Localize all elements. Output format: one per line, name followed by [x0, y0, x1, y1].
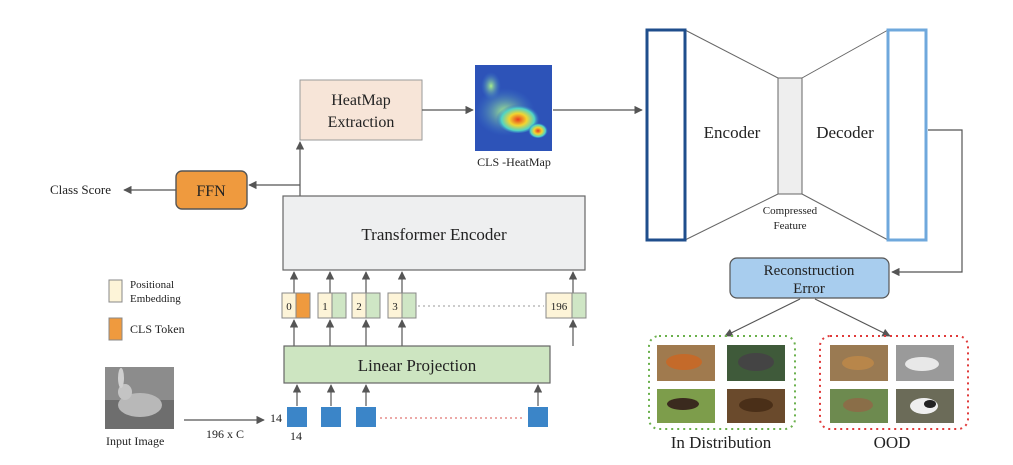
token-0: 0: [281, 292, 311, 319]
legend-cls-label: CLS Token: [130, 322, 185, 336]
input-image-caption: Input Image: [106, 434, 164, 448]
ood-group: [819, 335, 969, 430]
legend-positional-swatch: [108, 279, 123, 303]
transformer-encoder-box: Transformer Encoder: [282, 195, 586, 271]
class-score-label: Class Score: [50, 182, 111, 197]
input-image: [105, 367, 174, 429]
dim-196xC: 196 x C: [206, 427, 244, 441]
dim-14-side: 14: [270, 411, 282, 425]
arrow-recon-to-in-dist: [724, 298, 801, 337]
token-3: 3: [387, 292, 417, 319]
decoder-block: [886, 28, 928, 242]
legend-positional-label-1: Positional: [130, 279, 174, 291]
cls-heatmap-image: [475, 65, 552, 151]
token-196: 196: [545, 292, 587, 319]
cls-heatmap-caption: CLS -HeatMap: [477, 155, 551, 169]
arrow-decoder-to-recon: [891, 129, 963, 277]
compressed-label-2: Feature: [774, 220, 807, 232]
projection-arrows: [289, 319, 578, 346]
token-label-196: 196: [551, 301, 568, 313]
token-2: 2: [351, 292, 381, 319]
linear-projection-box: Linear Projection: [283, 345, 551, 384]
ood-label: OOD: [874, 433, 911, 452]
in-distribution-label: In Distribution: [671, 433, 772, 452]
ffn-label: FFN: [196, 183, 226, 200]
recon-label-2: Error: [793, 281, 825, 297]
recon-label-1: Reconstruction: [764, 263, 855, 279]
token-label-1: 1: [322, 301, 328, 313]
transformer-encoder-label: Transformer Encoder: [361, 225, 507, 244]
token-1: 1: [317, 292, 347, 319]
dim-14-bottom: 14: [290, 429, 302, 443]
compressed-label-1: Compressed: [763, 205, 818, 217]
token-label-0: 0: [286, 301, 292, 313]
legend-cls-swatch: [108, 317, 123, 341]
patch-arrows: [292, 384, 543, 406]
in-distribution-group: [648, 335, 796, 430]
heatmap-extraction-label-2: Extraction: [328, 114, 395, 131]
token-label-3: 3: [392, 301, 398, 313]
legend: Positional Embedding CLS Token: [108, 279, 185, 341]
legend-positional-label-2: Embedding: [130, 293, 181, 305]
token-arrows: [289, 271, 578, 293]
reconstruction-error-box: Reconstruction Error: [729, 257, 890, 299]
autoencoder: Encoder Decoder Compressed Feature: [645, 28, 928, 242]
patches: [287, 407, 548, 427]
ffn-box: FFN: [175, 170, 248, 210]
encoder-block: [645, 28, 687, 242]
compressed-feature-block: [777, 77, 803, 195]
arrow-recon-to-ood: [814, 298, 891, 337]
token-label-2: 2: [356, 301, 362, 313]
encoder-label: Encoder: [704, 123, 761, 142]
heatmap-extraction-box: HeatMap Extraction: [299, 79, 423, 141]
heatmap-extraction-label-1: HeatMap: [331, 92, 391, 109]
decoder-label: Decoder: [816, 123, 874, 142]
linear-projection-label: Linear Projection: [358, 356, 477, 375]
